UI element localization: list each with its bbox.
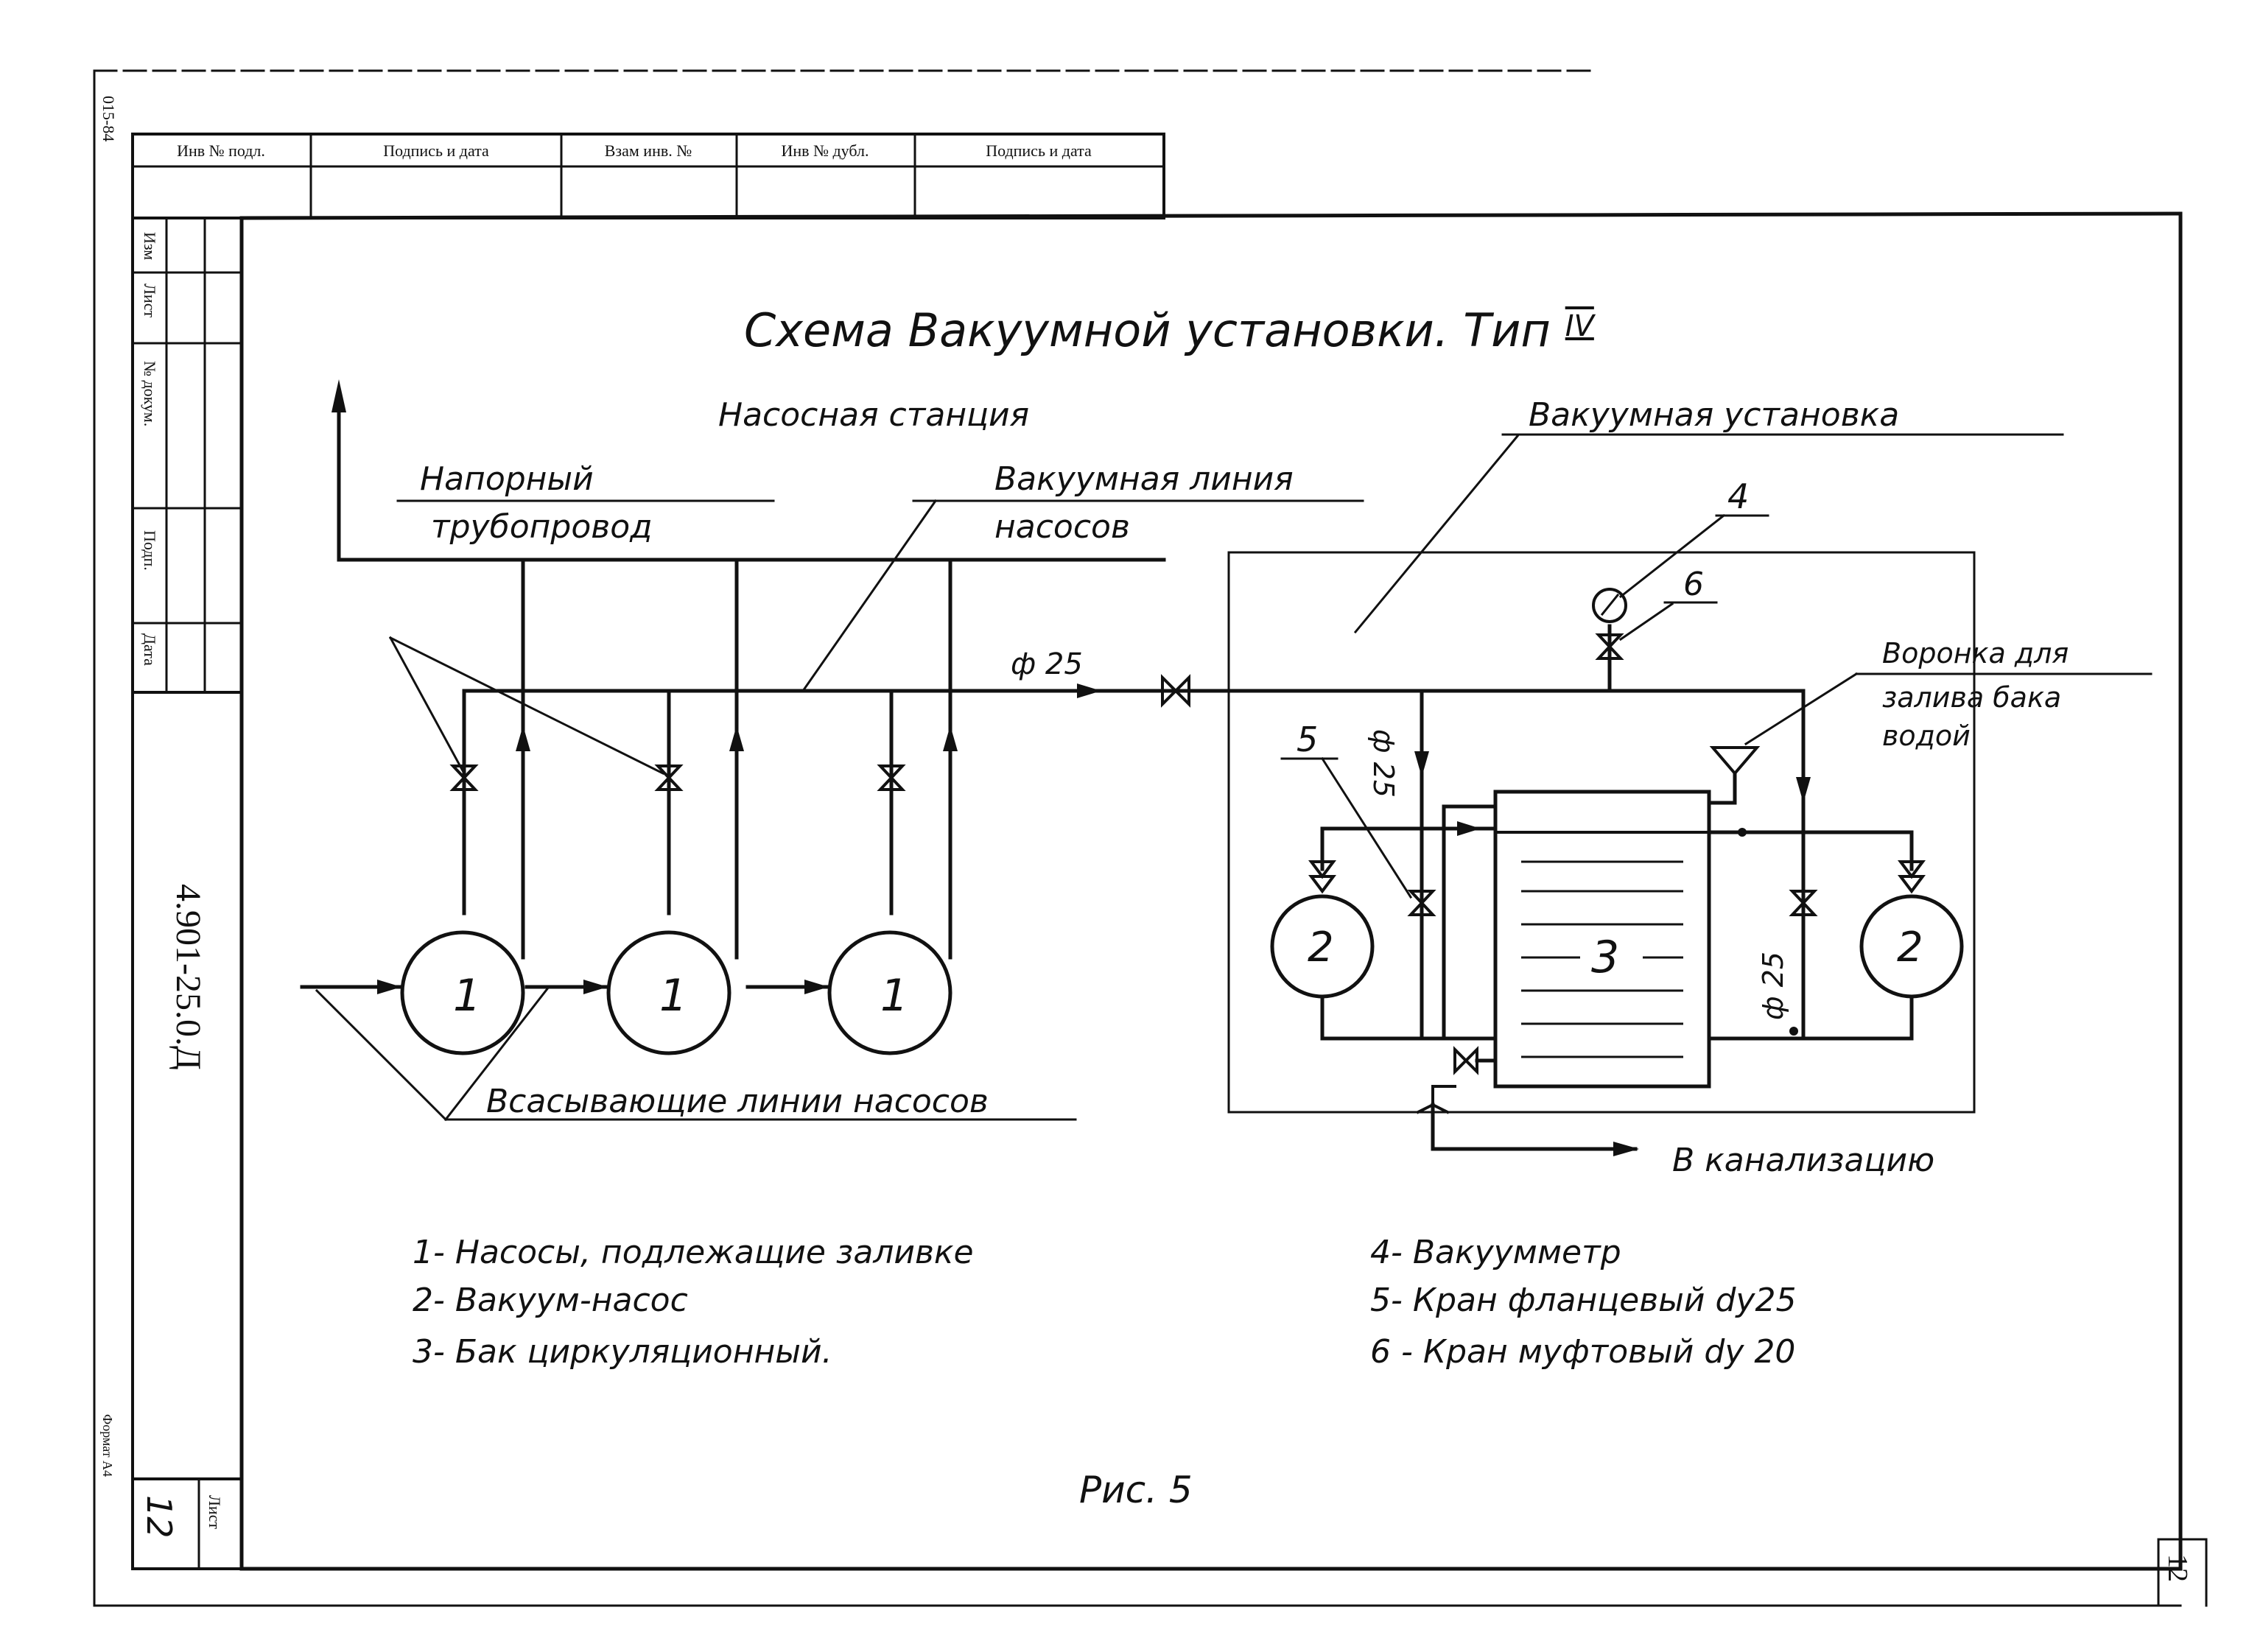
valve-6-icon <box>1595 633 1624 660</box>
gauge-tag: 4 <box>1727 477 1749 516</box>
pump-1b <box>606 930 731 1055</box>
legend-item-3: 3- Бак циркуляционный. <box>413 1333 832 1371</box>
legend-item-6: 6 - Кран муфтовый dу 20 <box>1370 1333 1795 1371</box>
pump-group: 1 1 1 <box>300 636 1077 1122</box>
sheet-number: 12 <box>139 1495 179 1539</box>
corner-code: 015-84 <box>99 96 118 141</box>
stamp-row-change: Изм <box>141 232 159 260</box>
check-valve-icon <box>1308 875 1336 894</box>
vacuum-gauge-icon <box>1592 588 1627 623</box>
funnel-label-3: водой <box>1882 720 1971 752</box>
legend: 1- Насосы, подлежащие заливке 2- Вакуум-… <box>413 1234 1796 1371</box>
legend-item-5: 5- Кран фланцевый dу25 <box>1370 1282 1796 1319</box>
document-number: 4.901-25.0.Д <box>169 884 208 1070</box>
stamp-col-inv-orig: Инв № подл. <box>177 141 265 160</box>
check-valve-icon <box>1308 860 1336 879</box>
stamp-col-replace-inv: Взам инв. № <box>605 141 692 160</box>
suction-lines-label: Всасывающие линии насосов <box>486 1083 989 1120</box>
legend-item-2: 2- Вакуум-насос <box>413 1282 688 1319</box>
stamp-row-doc-number: № докум. <box>141 361 159 426</box>
diameter-right-label: ф 25 <box>1757 952 1789 1020</box>
vacuum-main-line: ф 25 <box>462 647 1806 708</box>
pump-1a <box>400 930 525 1055</box>
stamp-row-signature: Подп. <box>141 530 159 571</box>
diameter-main-label: ф 25 <box>1011 647 1083 681</box>
pump-1a-tag: 1 <box>453 970 481 1022</box>
valve-5-tag: 5 <box>1297 720 1318 759</box>
tank-tag: 3 <box>1591 932 1619 983</box>
sheet-label: Лист <box>206 1495 224 1529</box>
valve-6-tag: 6 <box>1683 566 1704 603</box>
stamp-col-inv-dup: Инв № дубл. <box>781 141 869 160</box>
legend-item-1: 1- Насосы, подлежащие заливке <box>413 1234 974 1271</box>
diagram-title-type: IV <box>1565 309 1596 343</box>
sheet-frame <box>93 69 2208 1607</box>
corner-sheet-number: 12 <box>2162 1554 2193 1582</box>
funnel-label-2: залива бака <box>1882 681 2061 714</box>
diagram-title: Схема Вакуумной установки. Тип IV <box>744 303 1596 357</box>
pump-station-label: Насосная станция <box>718 396 1029 434</box>
diameter-left-label: ф 25 <box>1367 729 1400 798</box>
valve-5-right-icon <box>1789 890 1818 916</box>
stamp-top-table: Инв № подл. Подпись и дата Взам инв. № И… <box>131 133 1165 219</box>
pump-1b-tag: 1 <box>659 970 687 1022</box>
format-label: Формат А4 <box>100 1414 115 1477</box>
funnel-label-1: Воронка для <box>1882 637 2069 669</box>
stamp-row-date: Дата <box>141 633 159 666</box>
vacuum-unit: 4 6 ф 25 ф 25 5 3 <box>1227 477 2153 1156</box>
stamp-col-signature-date-1: Подпись и дата <box>383 141 489 160</box>
pressure-pipe-label-1: Напорный <box>420 460 594 498</box>
vacuum-line-label-1: Вакуумная линия <box>994 460 1294 498</box>
check-valve-icon <box>1898 860 1926 879</box>
vacuum-unit-label: Вакуумная установка <box>1529 396 1899 434</box>
pump-1c-tag: 1 <box>880 970 908 1022</box>
pressure-pipeline <box>331 379 1166 783</box>
vacuum-line-label-2: насосов <box>994 508 1130 546</box>
valve-5-left-icon <box>1407 890 1436 916</box>
circulation-tank <box>1493 790 1711 1089</box>
valve-icon <box>449 765 479 791</box>
diagram-title-main: Схема Вакуумной установки. Тип <box>744 303 1551 357</box>
pump-1c <box>827 930 952 1055</box>
main-valve-icon <box>1161 674 1190 708</box>
valve-icon <box>877 765 906 791</box>
pressure-pipe-label-2: трубопровод <box>431 508 653 546</box>
tank-water-lines <box>1521 860 1683 1058</box>
arrow-up-icon <box>331 379 346 412</box>
stamp-left-table: Изм Лист № докум. Подп. Дата 4.901-25.0.… <box>100 217 243 1570</box>
vacuum-pump-left-tag: 2 <box>1308 924 1334 971</box>
check-valve-icon <box>1898 875 1926 894</box>
valve-icon <box>654 765 684 791</box>
sewer-label: В канализацию <box>1672 1142 1934 1179</box>
figure-caption: Рис. 5 <box>1079 1469 1193 1511</box>
vacuum-pump-right-tag: 2 <box>1897 924 1923 971</box>
legend-item-4: 4- Вакуумметр <box>1370 1234 1621 1271</box>
stamp-row-sheet: Лист <box>141 284 159 317</box>
stamp-col-signature-date-2: Подпись и дата <box>986 141 1092 160</box>
funnel-icon <box>1709 746 1761 776</box>
drain-valve-icon <box>1453 1046 1478 1075</box>
